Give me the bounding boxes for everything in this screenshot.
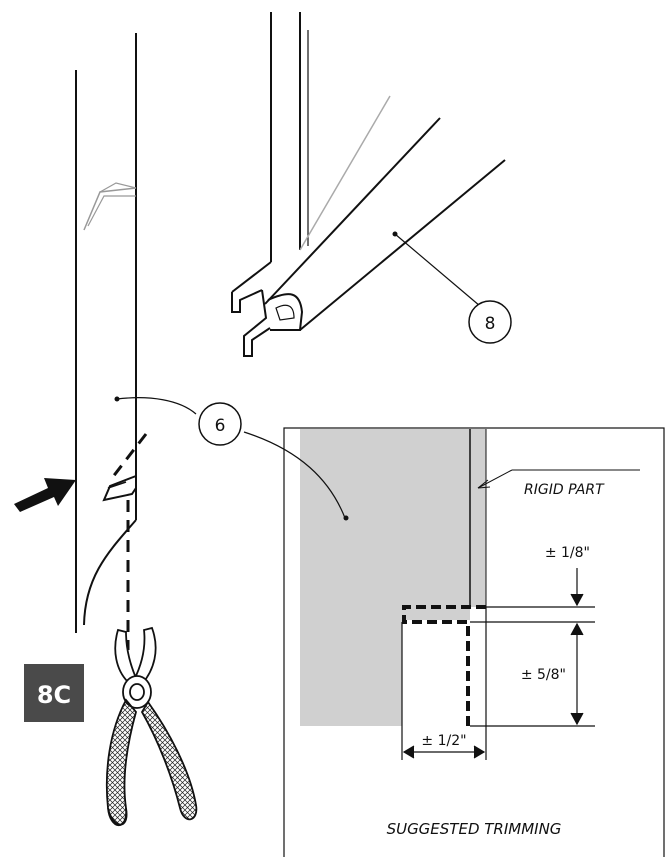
leader-dot <box>114 396 120 402</box>
callout-8 <box>468 300 512 344</box>
leader-line <box>116 397 197 415</box>
leader-dot-8 <box>392 231 398 237</box>
leader-dot-6 <box>343 515 349 521</box>
leader-line-8 <box>394 233 481 307</box>
arrow-icon <box>14 478 76 512</box>
callout-6 <box>198 402 242 446</box>
leader-line-6 <box>243 431 346 519</box>
trim-outline <box>402 605 486 726</box>
step-badge <box>24 664 84 722</box>
step-badge-label: 8C <box>37 681 71 709</box>
callout-8-label: 8 <box>485 314 496 334</box>
dim-main-label: ± 5/8" <box>521 667 566 683</box>
dimension-vertical <box>470 568 595 727</box>
detail-trim-area <box>402 620 470 726</box>
dim-horizontal-label: ± 1/2" <box>421 733 466 749</box>
dim-top-label: ± 1/8" <box>545 545 590 561</box>
detail-caption: SUGGESTED TRIMMING <box>387 820 562 838</box>
rigid-part-arrowhead <box>477 479 491 489</box>
rigid-part-leader <box>477 469 513 489</box>
callout-6-label: 6 <box>215 416 226 436</box>
seal-strip <box>231 12 506 357</box>
dimension-horizontal <box>401 607 487 760</box>
cut-line <box>110 433 148 479</box>
pliers-icon <box>105 626 198 827</box>
rigid-part-label: RIGID PART <box>524 482 605 498</box>
